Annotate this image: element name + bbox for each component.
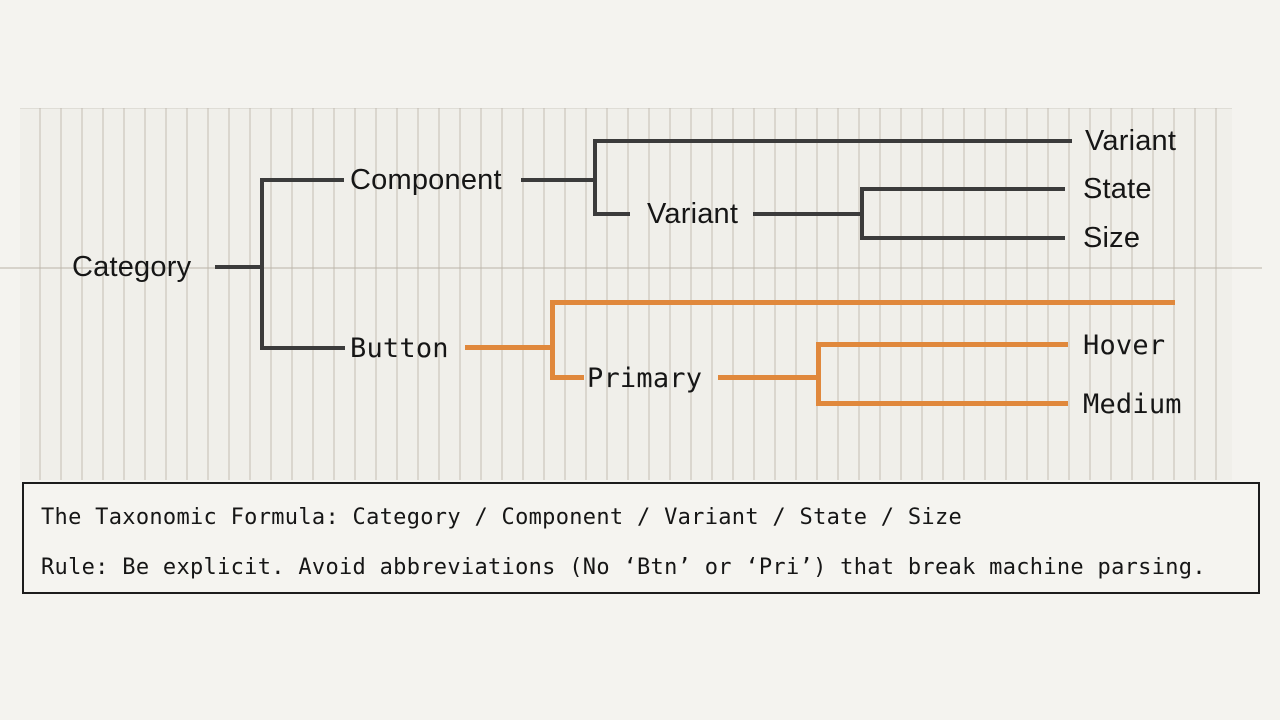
example-hover-line (816, 342, 1068, 347)
formula-box: The Taxonomic Formula: Category / Compon… (22, 482, 1260, 594)
node-state: State (1083, 173, 1152, 205)
branch-category-vertical (260, 178, 264, 350)
branch-category-stub (215, 265, 264, 269)
node-medium: Medium (1083, 389, 1182, 420)
example-medium-line (816, 401, 1068, 406)
formula-line: The Taxonomic Formula: Category / Compon… (41, 505, 963, 530)
node-button: Button (350, 333, 449, 364)
node-category: Category (72, 251, 192, 283)
example-primary-vertical (816, 342, 821, 406)
branch-component-vertical (593, 139, 597, 216)
branch-variant-top-line (593, 139, 1072, 143)
example-button-connector (465, 345, 553, 350)
example-primary-connector (718, 375, 820, 380)
node-variant-mid: Variant (647, 198, 739, 230)
node-hover: Hover (1083, 330, 1166, 361)
branch-variant-mid-connector (753, 212, 864, 216)
node-variant-top: Variant (1085, 125, 1177, 157)
node-component: Component (350, 164, 502, 196)
example-button-vertical (550, 300, 555, 380)
branch-component-connector (521, 178, 597, 182)
branch-component-stub (260, 178, 344, 182)
pinstripe-background (20, 108, 1232, 480)
example-top-line (550, 300, 1175, 305)
node-primary: Primary (587, 363, 703, 394)
branch-variant-vertical (860, 187, 864, 240)
horizontal-gridline (0, 267, 1262, 269)
node-size: Size (1083, 222, 1141, 254)
branch-state-line (860, 187, 1065, 191)
branch-size-line (860, 236, 1065, 240)
branch-variant-mid-stub (593, 212, 630, 216)
rule-line: Rule: Be explicit. Avoid abbreviations (… (41, 555, 1206, 580)
branch-button-stub (260, 346, 345, 350)
example-primary-stub (550, 375, 584, 380)
